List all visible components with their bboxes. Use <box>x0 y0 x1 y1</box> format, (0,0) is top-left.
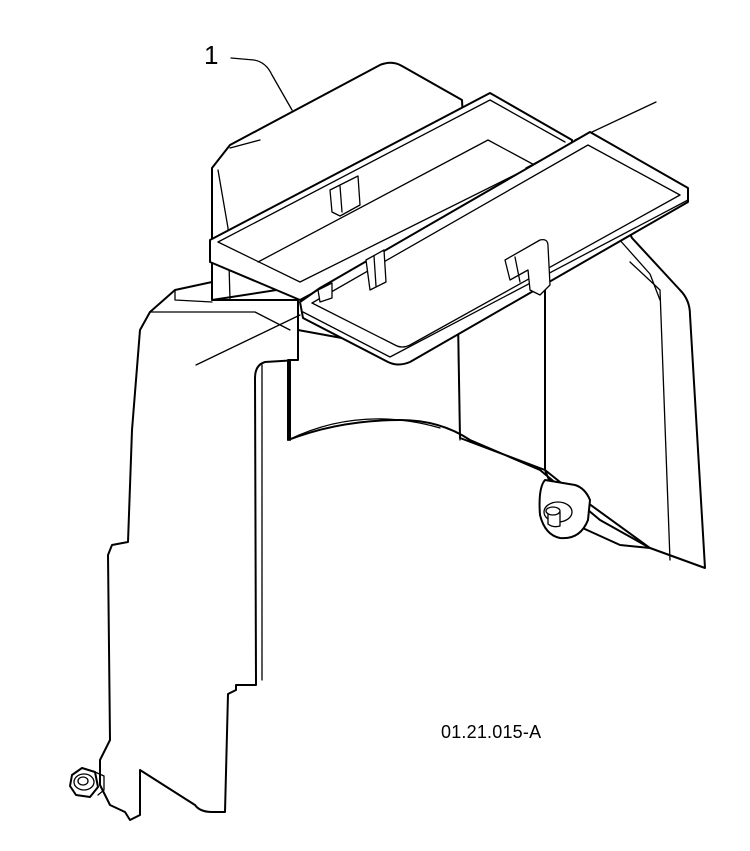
tray-lid <box>299 131 689 366</box>
mounting-boss-right <box>538 479 591 540</box>
callout-leader-1 <box>230 57 293 111</box>
callout-number-1: 1 <box>204 40 219 70</box>
figure-id-label: 01.21.015-A <box>441 722 542 742</box>
left-front-panel <box>99 281 299 821</box>
bolt-left <box>69 767 105 798</box>
